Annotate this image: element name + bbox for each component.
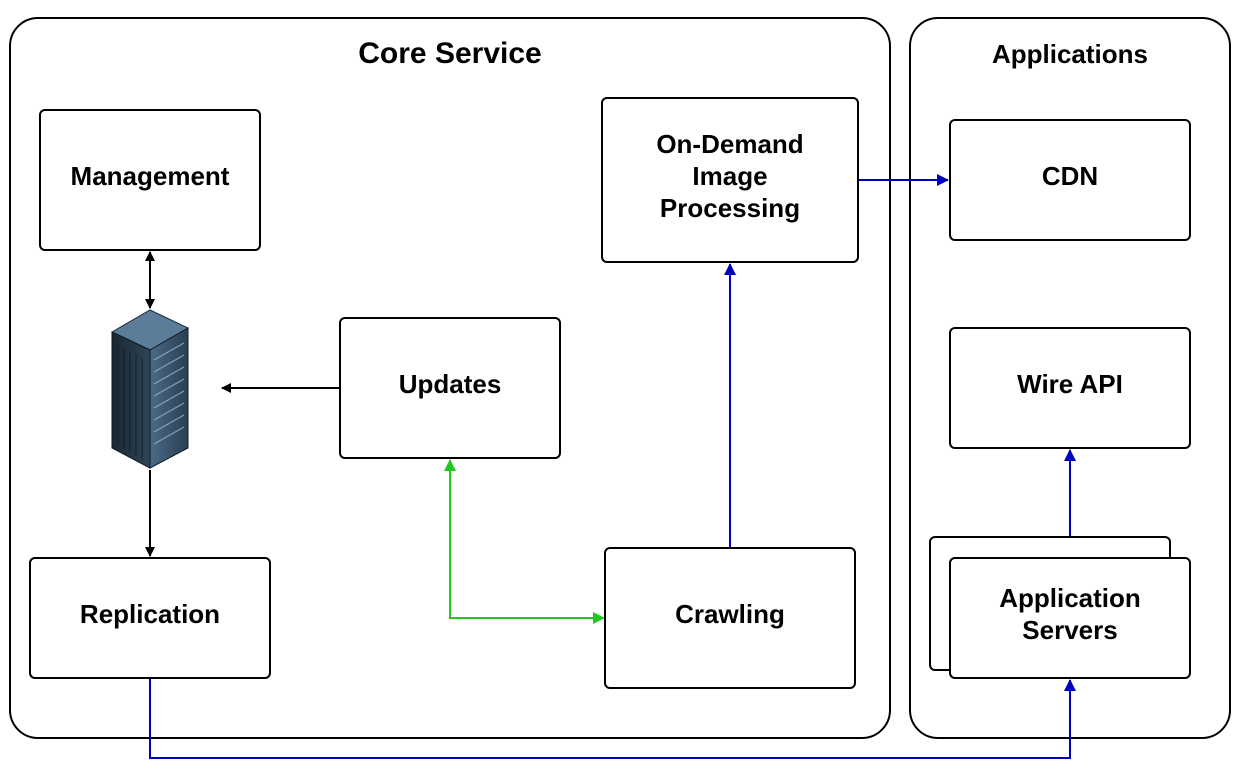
wire-api-node: Wire API [949,327,1191,449]
image-processing-label-line-1: On-Demand [656,129,803,159]
image-processing-node: On-Demand Image Processing [601,97,859,263]
image-processing-label-line-2: Image [692,161,767,191]
crawling-node: Crawling [604,547,856,689]
core-service-title: Core Service [358,37,541,70]
replication-label: Replication [80,599,220,629]
cdn-label: CDN [1042,161,1098,191]
replication-app-servers-arrow [149,678,1076,759]
management-label: Management [71,161,230,191]
crawling-label: Crawling [675,599,785,629]
applications-title: Applications [992,39,1148,69]
app-servers-label-line-2: Servers [1022,615,1117,645]
cdn-node: CDN [949,119,1191,241]
wire-api-label: Wire API [1017,369,1123,399]
updates-crawling-arrow [444,459,605,624]
updates-label: Updates [399,369,502,399]
image-processing-label-line-3: Processing [660,193,800,223]
updates-node: Updates [339,317,561,459]
app-servers-label-line-1: Application [999,583,1141,613]
replication-node: Replication [29,557,271,679]
app-servers-node: Application Servers [929,536,1191,679]
management-node: Management [39,109,261,251]
server-rack-icon [110,309,190,469]
